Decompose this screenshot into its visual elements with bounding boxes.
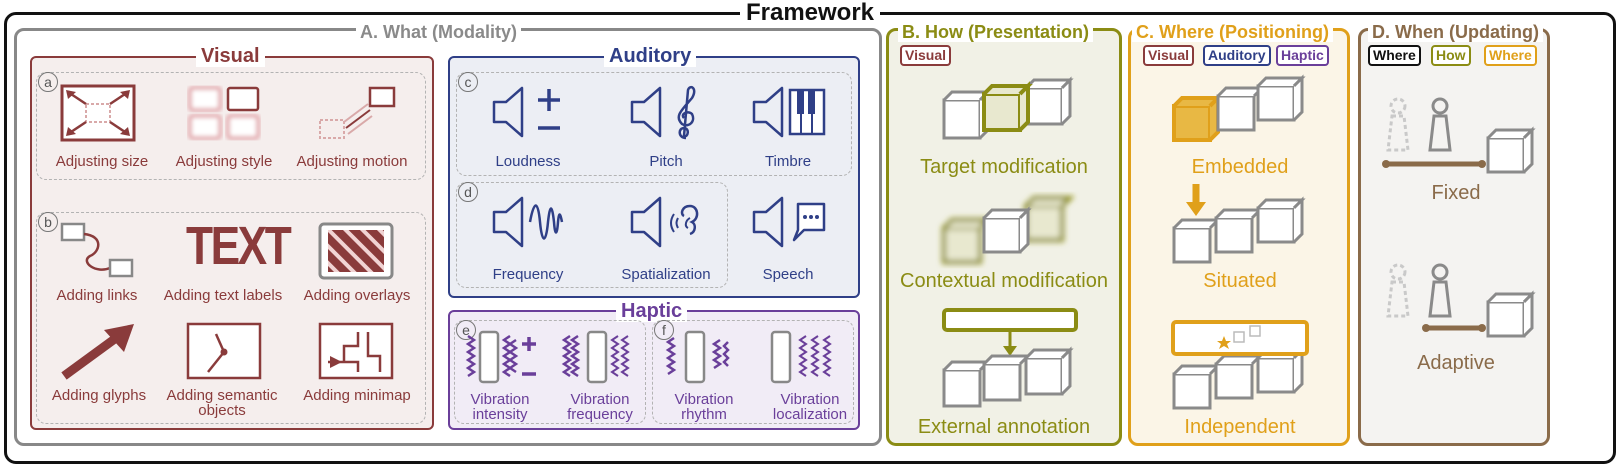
pitch-label: Pitch bbox=[649, 153, 683, 170]
frequency-label: Frequency bbox=[492, 266, 564, 283]
section-a-title: A. What (Modality) bbox=[356, 22, 521, 42]
contextual-modification-label: Contextual modification bbox=[900, 270, 1108, 292]
group-c-letter: c bbox=[458, 72, 478, 92]
tag-visual-b: Visual bbox=[900, 45, 951, 66]
tag-visual-c: Visual bbox=[1143, 45, 1194, 66]
group-a-box bbox=[36, 72, 426, 180]
visual-title: Visual bbox=[196, 45, 265, 67]
external-annotation-label: External annotation bbox=[917, 416, 1091, 438]
vibration-frequency-icon bbox=[561, 330, 630, 384]
group-d-box bbox=[456, 182, 728, 288]
adjust-motion-icon bbox=[319, 86, 396, 139]
target-modification-label: Target modification bbox=[920, 156, 1088, 178]
embedded-label: Embedded bbox=[1191, 156, 1289, 178]
situated-icon bbox=[1172, 184, 1306, 264]
minimap-icon bbox=[318, 322, 394, 380]
fixed-icon bbox=[1382, 97, 1536, 174]
group-f-box bbox=[652, 320, 854, 424]
vibration-rhythm-icon bbox=[665, 330, 730, 384]
embedded-icon bbox=[1172, 74, 1306, 142]
fixed-label: Fixed bbox=[1431, 182, 1481, 204]
auditory-title: Auditory bbox=[604, 45, 697, 67]
section-d-title: D. When (Updating) bbox=[1368, 22, 1543, 42]
text-label-icon: TEXT bbox=[186, 216, 292, 276]
pitch-clef-icon bbox=[630, 86, 696, 140]
vibration-localization-icon bbox=[770, 330, 832, 384]
adding-text-labels-label: Adding text labels bbox=[163, 287, 283, 304]
speech-bubble-icon bbox=[752, 196, 826, 248]
tag-haptic-c: Haptic bbox=[1276, 45, 1329, 66]
tag-auditory-c: Auditory bbox=[1203, 45, 1271, 66]
loudness-speaker-icon bbox=[492, 86, 560, 138]
group-d-letter: d bbox=[458, 182, 478, 202]
target-modification-icon bbox=[942, 76, 1074, 140]
external-annotation-icon bbox=[942, 308, 1078, 408]
group-a-letter: a bbox=[38, 72, 58, 92]
adaptive-icon bbox=[1386, 263, 1536, 338]
group-e-letter: e bbox=[456, 320, 476, 340]
speech-label: Speech bbox=[762, 266, 814, 283]
vibration-frequency-label: Vibration frequency bbox=[567, 391, 633, 423]
section-b-title: B. How (Presentation) bbox=[898, 22, 1094, 42]
vibration-rhythm-label: Vibration rhythm bbox=[674, 391, 734, 423]
section-c-title: C. Where (Positioning) bbox=[1132, 22, 1333, 42]
group-b-box bbox=[36, 212, 426, 424]
vibration-intensity-label: Vibration intensity bbox=[470, 391, 530, 423]
situated-label: Situated bbox=[1203, 270, 1277, 292]
glyph-arrow-icon bbox=[61, 324, 134, 380]
adding-glyphs-label: Adding glyphs bbox=[51, 387, 147, 404]
independent-icon bbox=[1171, 320, 1309, 410]
timbre-label: Timbre bbox=[764, 153, 812, 170]
clock-hand-icon bbox=[186, 322, 262, 380]
tag-how-d: How bbox=[1431, 45, 1471, 66]
group-b-letter: b bbox=[38, 212, 58, 232]
framework-title: Framework bbox=[0, 0, 1620, 26]
tag-where-d2: Where bbox=[1484, 45, 1537, 66]
links-icon bbox=[60, 222, 134, 278]
group-e-box bbox=[454, 320, 646, 424]
adjusting-size-label: Adjusting size bbox=[55, 153, 149, 170]
adding-links-label: Adding links bbox=[56, 287, 138, 304]
adjusting-motion-label: Adjusting motion bbox=[296, 153, 408, 170]
haptic-title: Haptic bbox=[616, 300, 688, 322]
timbre-piano-icon bbox=[752, 86, 826, 138]
contextual-modification-icon bbox=[942, 196, 1075, 264]
frequency-wave-icon bbox=[492, 196, 564, 248]
vibration-intensity-icon bbox=[465, 330, 536, 384]
adding-minimap-label: Adding minimap bbox=[303, 387, 411, 404]
group-f-letter: f bbox=[654, 320, 674, 340]
group-c-box bbox=[456, 72, 852, 176]
independent-label: Independent bbox=[1184, 416, 1296, 438]
vibration-localization-label: Vibration localization bbox=[772, 391, 848, 423]
section-d-panel bbox=[1358, 28, 1550, 446]
adjust-style-icon bbox=[188, 86, 260, 140]
tag-where-d: Where bbox=[1368, 45, 1421, 66]
overlays-icon bbox=[318, 222, 394, 280]
adaptive-label: Adaptive bbox=[1417, 352, 1495, 374]
spatialization-label: Spatialization bbox=[621, 266, 711, 283]
loudness-label: Loudness bbox=[495, 153, 561, 170]
adjusting-style-label: Adjusting style bbox=[175, 153, 273, 170]
adding-overlays-label: Adding overlays bbox=[303, 287, 411, 304]
adjust-size-icon bbox=[60, 84, 136, 142]
spatialization-ear-icon bbox=[630, 196, 699, 248]
adding-semantic-objects-label: Adding semantic objects bbox=[166, 387, 278, 419]
